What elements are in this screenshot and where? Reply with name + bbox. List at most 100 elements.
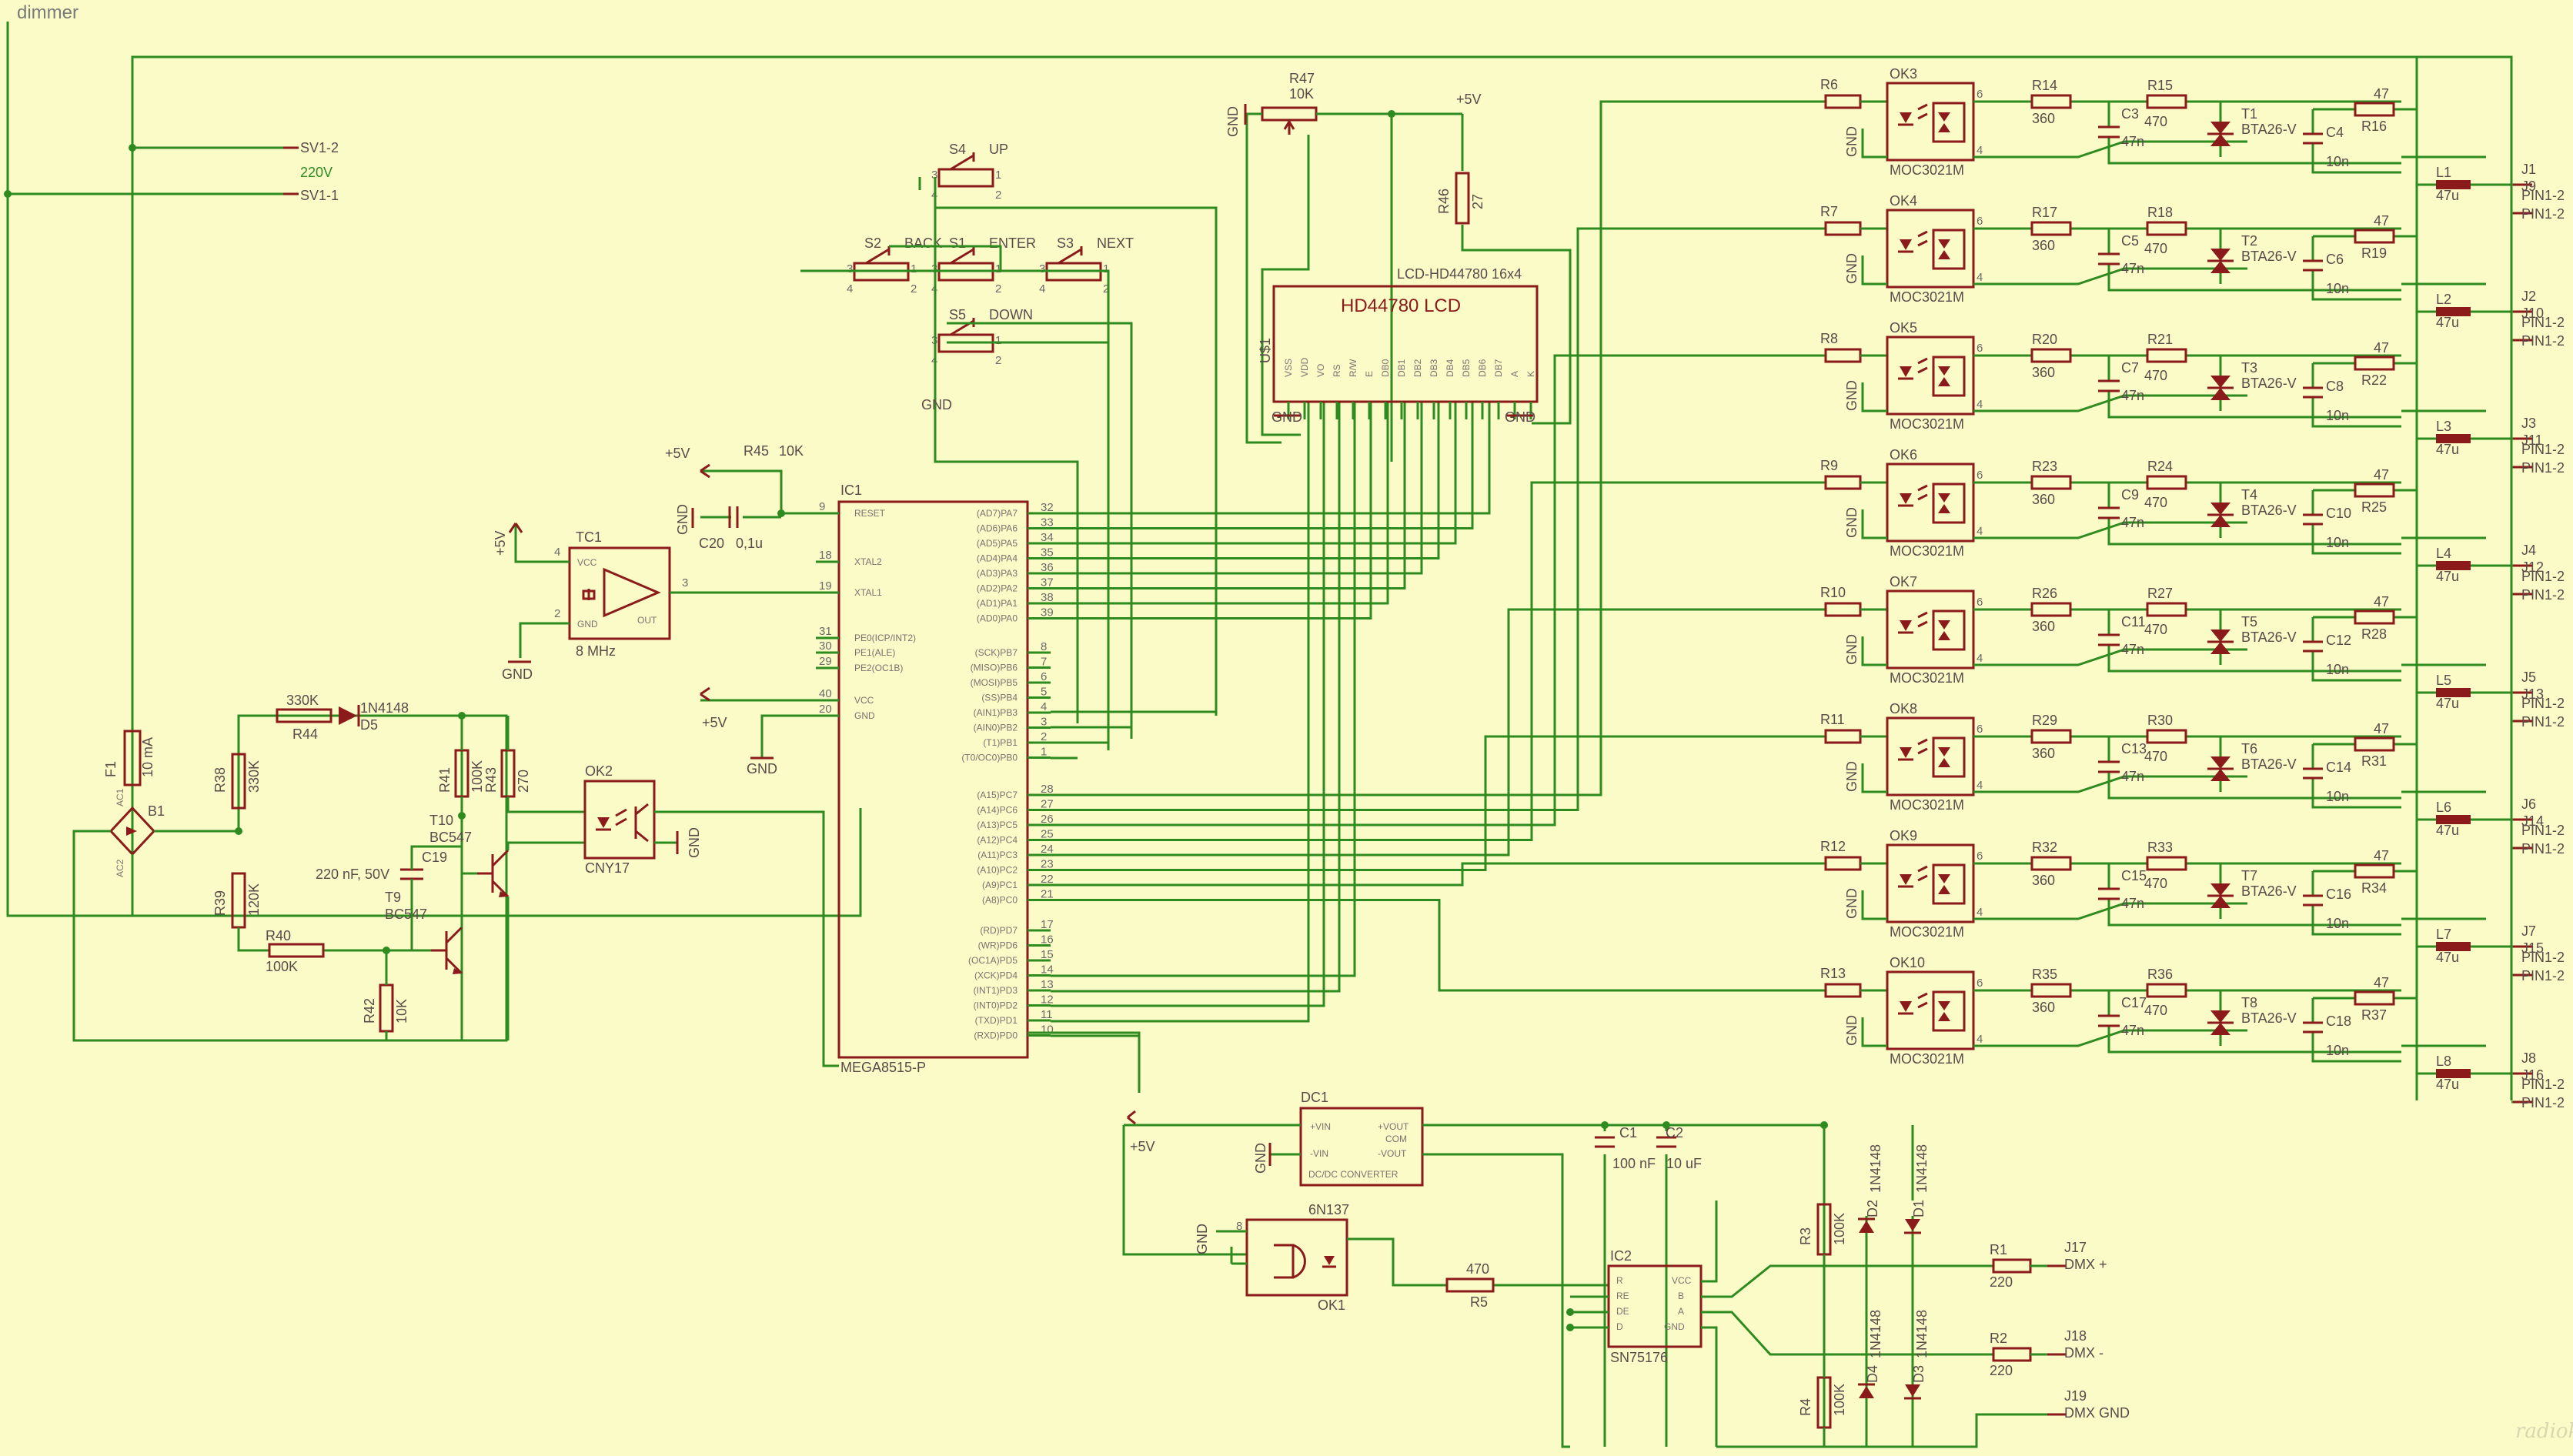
svg-text:J17: J17 — [2064, 1240, 2087, 1255]
svg-text:AC1: AC1 — [115, 788, 125, 806]
svg-text:470: 470 — [2144, 622, 2167, 637]
svg-text:+VIN: +VIN — [1310, 1121, 1331, 1132]
reset-network: +5V R45 10K C20 0,1u GND — [665, 443, 839, 551]
svg-text:BTA26-V: BTA26-V — [2241, 756, 2297, 772]
svg-text:MOC3021M: MOC3021M — [1890, 543, 1964, 559]
svg-text:R44: R44 — [292, 726, 318, 742]
svg-text:-VIN: -VIN — [1310, 1148, 1328, 1159]
resistor-r10 — [1824, 602, 1862, 617]
svg-text:470: 470 — [2144, 749, 2167, 764]
svg-text:PIN1-2: PIN1-2 — [2521, 823, 2565, 838]
svg-text:4: 4 — [1977, 525, 1983, 538]
svg-text:PIN1-2: PIN1-2 — [2521, 188, 2565, 203]
resistor-r35 — [2030, 983, 2072, 998]
svg-text:470: 470 — [2144, 495, 2167, 510]
svg-text:R18: R18 — [2147, 205, 2173, 220]
mcu-pin-number: 39 — [1041, 606, 1054, 619]
svg-text:4: 4 — [554, 546, 560, 559]
svg-text:OK8: OK8 — [1890, 701, 1917, 716]
svg-text:D1: D1 — [1911, 1200, 1926, 1217]
svg-text:R33: R33 — [2147, 840, 2173, 855]
svg-text:GND: GND — [577, 619, 598, 629]
lcd-pin-label: DB0 — [1380, 359, 1391, 377]
svg-text:2: 2 — [995, 354, 1001, 367]
svg-text:R11: R11 — [1820, 712, 1845, 727]
channel-7: R12OK9MOC3021MGND64R32360R33470C1547nT7B… — [1820, 828, 2565, 983]
svg-text:D3: D3 — [1911, 1365, 1926, 1383]
lcd-pin-label: VSS — [1283, 359, 1294, 377]
svg-text:R25: R25 — [2361, 499, 2387, 515]
svg-text:AC2: AC2 — [115, 859, 125, 877]
svg-text:6: 6 — [1977, 469, 1983, 482]
svg-text:PIN1-2: PIN1-2 — [2521, 333, 2565, 349]
mcu-pin-label: (A9)PC1 — [982, 880, 1018, 890]
mcu-pin-number: 26 — [1041, 813, 1054, 826]
svg-text:D4: D4 — [1865, 1365, 1880, 1383]
mcu-pin-number: 4 — [1041, 700, 1047, 713]
svg-text:47: 47 — [2374, 848, 2389, 863]
svg-text:R42: R42 — [362, 998, 377, 1024]
resistor-r44 — [276, 708, 332, 723]
resistor-r9 — [1824, 475, 1862, 490]
resistor-r36 — [2146, 983, 2187, 998]
svg-text:470: 470 — [2144, 368, 2167, 383]
mcu-pin-number: 15 — [1041, 948, 1054, 961]
resistor-r11 — [1824, 729, 1862, 744]
svg-text:S4: S4 — [949, 142, 966, 157]
svg-text:J7: J7 — [2521, 923, 2536, 939]
svg-text:DMX +: DMX + — [2064, 1257, 2107, 1272]
mcu-pin-number: 27 — [1041, 798, 1054, 811]
svg-text:R30: R30 — [2147, 713, 2173, 728]
mcu-pin-label: PE0(ICP/INT2) — [854, 633, 916, 643]
svg-text:T8: T8 — [2241, 995, 2257, 1010]
svg-text:GND: GND — [1844, 761, 1860, 792]
gnd-buttons: GND — [921, 397, 952, 412]
mcu-pin-number: 7 — [1041, 656, 1047, 669]
svg-text:6: 6 — [1977, 215, 1983, 228]
svg-text:R7: R7 — [1820, 204, 1838, 219]
resistor-r31 — [2354, 736, 2395, 752]
mcu-pin-number: 25 — [1041, 828, 1054, 841]
svg-text:360: 360 — [2032, 746, 2055, 761]
svg-text:10n: 10n — [2326, 154, 2349, 169]
svg-text:PIN1-2: PIN1-2 — [2521, 1077, 2565, 1092]
svg-text:J19: J19 — [2064, 1388, 2087, 1404]
svg-text:R26: R26 — [2032, 586, 2057, 601]
svg-text:T4: T4 — [2241, 487, 2257, 503]
svg-text:R38: R38 — [212, 767, 228, 793]
svg-text:C18: C18 — [2326, 1014, 2351, 1029]
svg-text:10n: 10n — [2326, 916, 2349, 931]
svg-text:2: 2 — [995, 282, 1001, 296]
svg-text:J1: J1 — [2521, 162, 2536, 177]
svg-text:J14: J14 — [2521, 813, 2544, 829]
mcu-pin-label: (A8)PC0 — [982, 895, 1018, 906]
lcd-pin-label: A — [1509, 371, 1520, 377]
gnd-ok1: GND — [1195, 1224, 1210, 1254]
diode-d5: 1N4148 D5 — [339, 700, 409, 733]
svg-text:C10: C10 — [2326, 506, 2351, 521]
svg-text:R29: R29 — [2032, 713, 2057, 728]
gnd-lcd-2: GND — [1505, 409, 1535, 425]
svg-text:MOC3021M: MOC3021M — [1890, 924, 1964, 940]
svg-text:47: 47 — [2374, 721, 2389, 736]
svg-text:R2: R2 — [1990, 1331, 2007, 1346]
resistor-r2 — [1992, 1347, 2032, 1362]
svg-text:R1: R1 — [1990, 1242, 2007, 1257]
svg-text:47n: 47n — [2121, 1023, 2144, 1038]
svg-text:J10: J10 — [2521, 306, 2544, 321]
inductor-l1 — [2436, 180, 2471, 189]
mcu-pin-label: (A15)PC7 — [977, 790, 1018, 800]
fuse-f1 — [123, 730, 142, 786]
svg-text:PIN1-2: PIN1-2 — [2521, 569, 2565, 584]
svg-text:DC1: DC1 — [1301, 1090, 1328, 1105]
svg-text:J13: J13 — [2521, 686, 2544, 702]
svg-text:R: R — [1616, 1275, 1623, 1286]
mcu-pin-label: (AD2)PA2 — [977, 583, 1018, 594]
mcu-pin-label: (AIN1)PB3 — [974, 707, 1018, 718]
resistor-r17 — [2030, 221, 2072, 236]
gnd-tc1: GND — [502, 666, 533, 682]
svg-text:GND: GND — [1844, 888, 1860, 919]
svg-text:BTA26-V: BTA26-V — [2241, 249, 2297, 264]
